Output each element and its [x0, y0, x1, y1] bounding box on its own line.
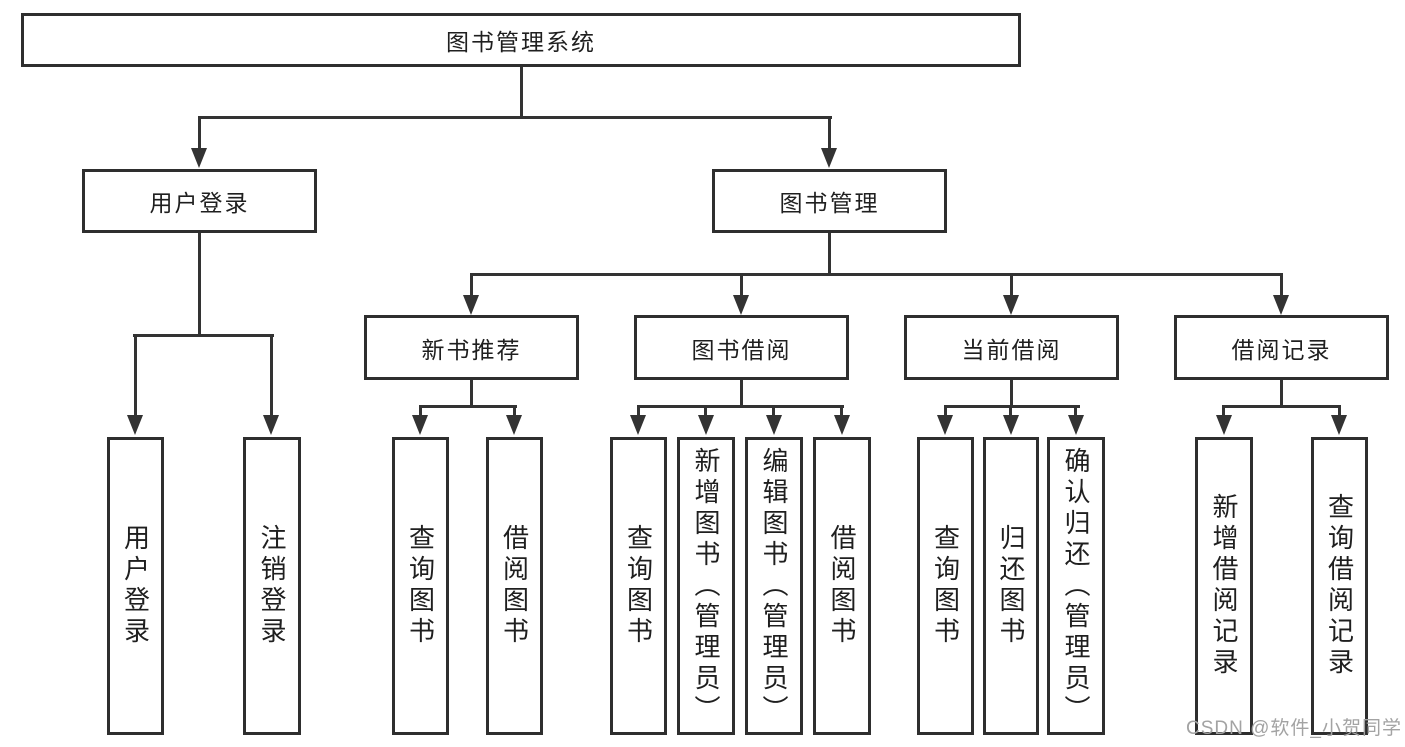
connector-group-splitter — [944, 405, 1080, 408]
connector-stem — [419, 405, 422, 417]
node-label: 确认归还（管理员） — [1061, 446, 1091, 726]
node-label: 查询图书 — [623, 524, 654, 648]
node-edit-books-admin: 编辑图书（管理员） — [745, 437, 803, 735]
connector-stem — [1280, 273, 1283, 295]
connector-group-trunk — [470, 378, 473, 408]
node-label: 新增图书（管理员） — [691, 446, 721, 726]
node-label: 新增借阅记录 — [1209, 493, 1239, 679]
node-label: 归还图书 — [996, 524, 1026, 648]
connector-login-trunk — [198, 233, 201, 337]
connector-stem — [513, 405, 516, 417]
connector-stem — [840, 405, 843, 417]
node-add-borrow-record: 新增借阅记录 — [1195, 437, 1253, 735]
connector-stem — [944, 405, 947, 417]
node-book-borrowing: 图书借阅 — [634, 315, 849, 380]
arrow-down-icon — [821, 148, 837, 168]
node-label: 借阅记录 — [1231, 336, 1332, 363]
connector-stem — [1338, 405, 1341, 417]
arrow-down-icon — [1068, 415, 1084, 435]
arrow-down-icon — [1273, 295, 1289, 315]
connector-stem — [828, 116, 831, 150]
arrow-down-icon — [1331, 415, 1347, 435]
connector-stem — [1009, 405, 1012, 417]
node-book-management: 图书管理 — [712, 169, 947, 233]
arrow-down-icon — [463, 295, 479, 315]
connector-group-splitter — [637, 405, 844, 408]
arrow-down-icon — [412, 415, 428, 435]
connector-group-trunk — [1010, 378, 1013, 408]
arrow-down-icon — [766, 415, 782, 435]
connector-mgmt-trunk — [828, 233, 831, 276]
arrow-down-icon — [1216, 415, 1232, 435]
connector-login-splitter — [133, 334, 274, 337]
node-label: 借阅图书 — [499, 524, 530, 648]
node-user-login: 用户登录 — [107, 437, 164, 735]
node-borrow-books-recommend: 借阅图书 — [486, 437, 543, 735]
node-query-books-borrow: 查询图书 — [610, 437, 667, 735]
connector-stem — [772, 405, 775, 417]
arrow-down-icon — [630, 415, 646, 435]
node-label: 当前借阅 — [961, 336, 1062, 363]
node-root: 图书管理系统 — [21, 13, 1021, 67]
node-query-books-recommend: 查询图书 — [392, 437, 449, 735]
node-add-books-admin: 新增图书（管理员） — [677, 437, 735, 735]
node-label: 查询图书 — [930, 524, 961, 648]
connector-stem — [198, 116, 201, 150]
connector-group-splitter — [419, 405, 517, 408]
node-borrow-books: 借阅图书 — [813, 437, 871, 735]
arrow-down-icon — [698, 415, 714, 435]
csdn-watermark: CSDN @软件_小贺同学 — [1186, 718, 1402, 739]
node-return-books: 归还图书 — [983, 437, 1039, 735]
node-current-borrowing: 当前借阅 — [904, 315, 1119, 380]
arrow-down-icon — [127, 415, 143, 435]
arrow-down-icon — [834, 415, 850, 435]
arrow-down-icon — [1003, 295, 1019, 315]
connector-group-trunk — [740, 378, 743, 408]
node-label: 用户登录 — [120, 524, 151, 648]
arrow-down-icon — [263, 415, 279, 435]
arrow-down-icon — [1003, 415, 1019, 435]
node-label: 编辑图书（管理员） — [759, 446, 789, 726]
connector-stem — [704, 405, 707, 417]
connector-stem — [1222, 405, 1225, 417]
connector-level1-splitter — [198, 116, 832, 119]
connector-stem — [740, 273, 743, 295]
node-label: 借阅图书 — [827, 524, 857, 648]
node-logout: 注销登录 — [243, 437, 301, 735]
node-confirm-return-admin: 确认归还（管理员） — [1047, 437, 1105, 735]
arrow-down-icon — [733, 295, 749, 315]
node-label: 新书推荐 — [421, 336, 522, 363]
node-query-books-current: 查询图书 — [917, 437, 974, 735]
node-label: 图书借阅 — [691, 336, 792, 363]
connector-level2-splitter — [470, 273, 1283, 276]
node-user-login-group: 用户登录 — [82, 169, 317, 233]
node-label: 图书管理 — [779, 190, 880, 216]
node-root-label: 图书管理系统 — [446, 29, 596, 55]
node-new-book-recommend: 新书推荐 — [364, 315, 579, 380]
node-borrow-records: 借阅记录 — [1174, 315, 1389, 380]
connector-group-trunk — [1280, 378, 1283, 408]
node-label: 查询图书 — [405, 524, 436, 648]
connector-root-trunk — [520, 66, 523, 119]
connector-stem — [270, 334, 273, 418]
connector-stem — [637, 405, 640, 417]
connector-stem — [1074, 405, 1077, 417]
arrow-down-icon — [937, 415, 953, 435]
connector-stem — [470, 273, 473, 295]
connector-group-splitter — [1222, 405, 1341, 408]
node-query-borrow-record: 查询借阅记录 — [1311, 437, 1368, 735]
arrow-down-icon — [506, 415, 522, 435]
connector-stem — [1010, 273, 1013, 295]
arrow-down-icon — [191, 148, 207, 168]
node-label: 查询借阅记录 — [1324, 493, 1355, 679]
node-label: 注销登录 — [257, 524, 287, 648]
connector-stem — [134, 334, 137, 418]
node-label: 用户登录 — [149, 190, 250, 216]
